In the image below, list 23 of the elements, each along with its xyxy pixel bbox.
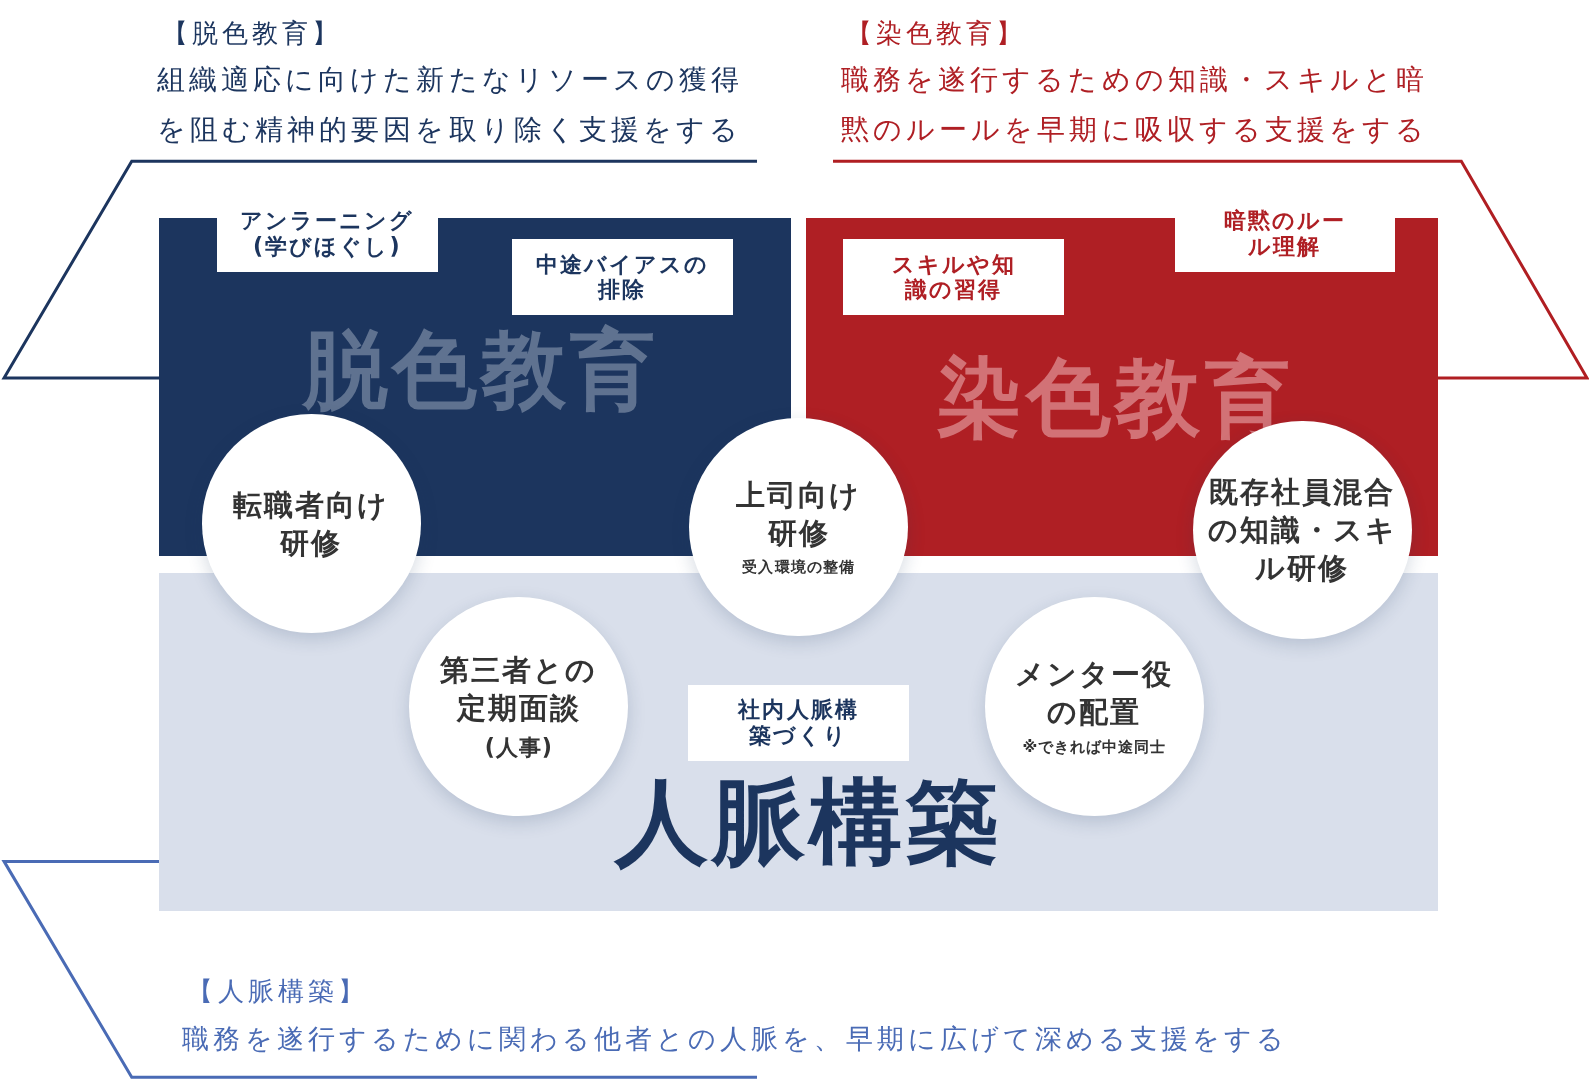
heading-text: 【染色教育】 [846, 17, 1027, 51]
label-box [688, 685, 909, 762]
heading-text: 【脱色教育】 [162, 17, 343, 51]
description-text: 組織適応に向けた新たなリソースの獲得を阻む精神的要因を取り除く支援をする [157, 61, 745, 149]
panel-title: 人脈構築 [615, 775, 1004, 869]
box-text: アンラーニング(学びほぐし) [239, 207, 416, 260]
description-text: 職務を遂行するために関わる他者との人脈を、早期に広げて深める支援をする [182, 1022, 1289, 1057]
circle-note: ※できれば中途同士 [1022, 737, 1167, 758]
circle-title: メンター役の配置 [1014, 656, 1175, 732]
description-text: 職務を遂行するための知識・スキルと暗黙のルールを早期に吸収する支援をする [841, 61, 1430, 149]
circle-title: 転職者向け研修 [232, 486, 391, 562]
box-text: 社内人脈構築づくり [736, 697, 860, 749]
circle-title: 既存社員混合の知識・スキル研修 [1206, 473, 1398, 588]
box-text: 暗黙のルール理解 [1222, 207, 1348, 260]
circle-note: (人事) [484, 733, 554, 763]
heading-text: 【人脈構築】 [187, 974, 368, 1008]
circle-title: 第三者との定期面談 [439, 651, 599, 727]
box-text: 中途バイアスの排除 [534, 251, 710, 303]
label-box [843, 239, 1065, 316]
label-box [511, 239, 733, 316]
box-text: スキルや知識の習得 [890, 251, 1017, 303]
circle-title: 上司向け研修 [734, 476, 863, 553]
circle-note: 受入環境の整備 [742, 558, 855, 579]
